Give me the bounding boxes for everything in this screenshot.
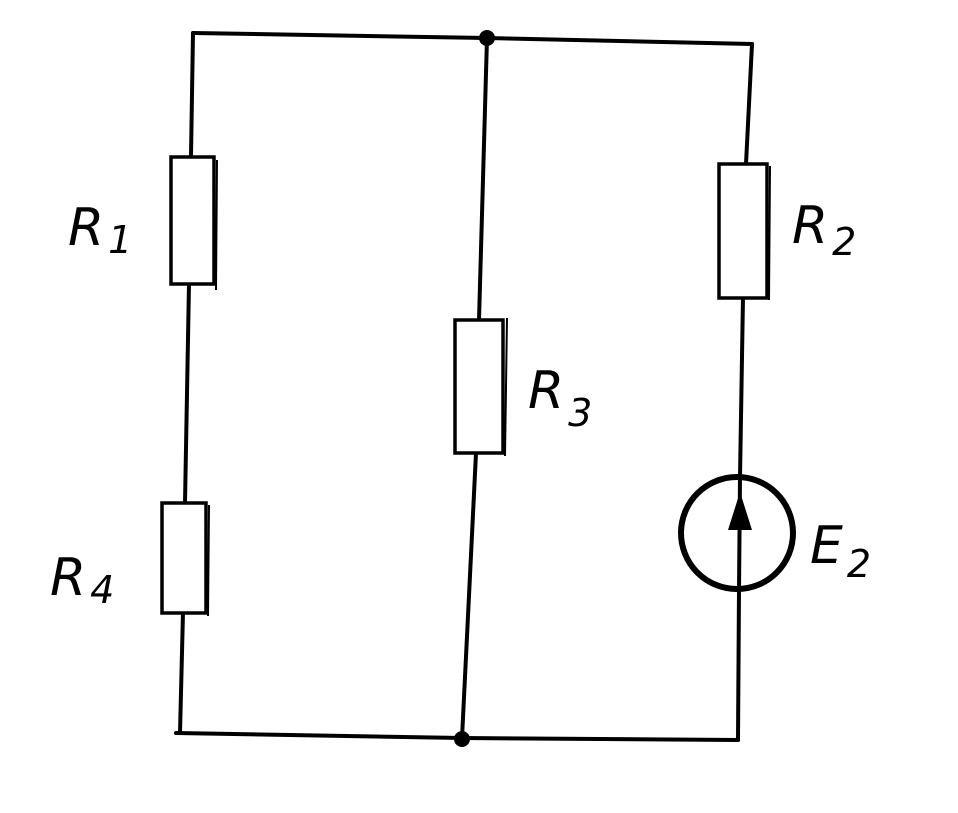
right-branch-wire-bottom xyxy=(736,588,741,742)
left-branch-wire-top xyxy=(189,31,195,158)
resistor-r2 xyxy=(717,162,771,301)
right-branch-wire-top xyxy=(744,42,754,166)
top-wire xyxy=(191,31,754,46)
right-branch-wire-middle xyxy=(738,295,745,479)
resistor-r3 xyxy=(453,317,508,457)
middle-branch-wire-bottom xyxy=(460,451,478,740)
voltage-source-e2 xyxy=(678,474,796,592)
middle-branch-wire-top xyxy=(477,36,489,322)
resistor-r4 xyxy=(160,501,210,617)
left-branch-wire-bottom xyxy=(178,610,185,735)
left-branch-wire-middle xyxy=(183,282,191,505)
source-arrow-up-icon xyxy=(728,492,752,530)
node-top xyxy=(479,30,495,46)
resistor-r1 xyxy=(169,155,218,291)
node-bottom xyxy=(454,731,470,747)
